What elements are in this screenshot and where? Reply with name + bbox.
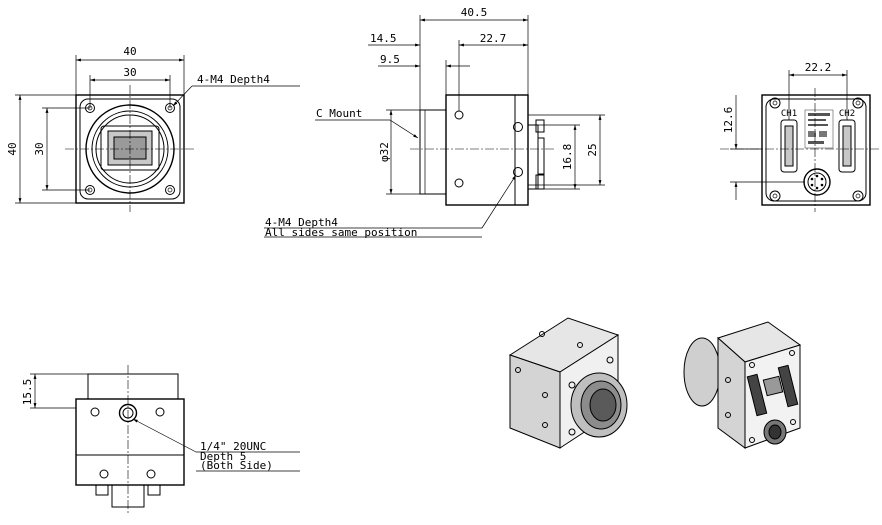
dim-side-14-5: 14.5 — [370, 32, 397, 45]
dim-rear-22-2: 22.2 — [805, 61, 832, 74]
tripod-note-line2: Depth 5 — [200, 450, 246, 463]
power-connector-pins — [810, 174, 824, 190]
side-connector-top — [535, 119, 545, 133]
dim-front-width-40: 40 — [123, 45, 136, 58]
bottom-body — [75, 398, 185, 486]
bottom-view: 15.5 1/4" 20UNC Depth 5 (Both Side) — [21, 365, 300, 515]
dim-side-9-5: 9.5 — [380, 53, 400, 66]
front-hole-note: 4-M4 Depth4 — [197, 73, 270, 86]
dim-front-height-40: 40 — [6, 142, 19, 155]
dim-side-22-7: 22.7 — [480, 32, 507, 45]
side-hole-note-line1: 4-M4 Depth4 — [265, 216, 338, 229]
dim-side-16-8: 16.8 — [561, 144, 574, 171]
tripod-note-line1: 1/4" 20UNC — [200, 440, 266, 453]
side-view: 40.5 14.5 22.7 9.5 C Mount φ32 16.8 25 4… — [264, 6, 605, 239]
front-view: 40 30 40 30 4-M4 Depth4 — [6, 45, 300, 212]
dim-side-diameter: φ32 — [378, 142, 391, 162]
dim-side-25: 25 — [586, 143, 599, 156]
c-mount-barrel — [419, 109, 447, 195]
isometric-front-view — [508, 317, 628, 449]
dim-rear-12-6: 12.6 — [722, 107, 735, 134]
rear-view: CH1 CH2 22.2 12.6 — [720, 61, 880, 212]
isometric-rear-view — [683, 321, 802, 449]
tripod-note-line3: (Both Side) — [200, 459, 273, 472]
rear-body — [761, 94, 871, 206]
dim-bottom-15-5: 15.5 — [21, 379, 34, 406]
dim-front-width-30: 30 — [123, 66, 136, 79]
side-connector-bottom — [535, 174, 545, 190]
c-mount-label: C Mount — [316, 107, 362, 120]
dim-front-height-30: 30 — [33, 142, 46, 155]
bottom-holes — [90, 407, 165, 479]
side-hole-note-line2: All sides same position — [265, 226, 417, 239]
bottom-lens-barrel — [87, 373, 179, 400]
rear-label-area — [804, 109, 834, 149]
rear-mount-holes — [769, 97, 864, 202]
dim-side-length-40-5: 40.5 — [461, 6, 488, 19]
